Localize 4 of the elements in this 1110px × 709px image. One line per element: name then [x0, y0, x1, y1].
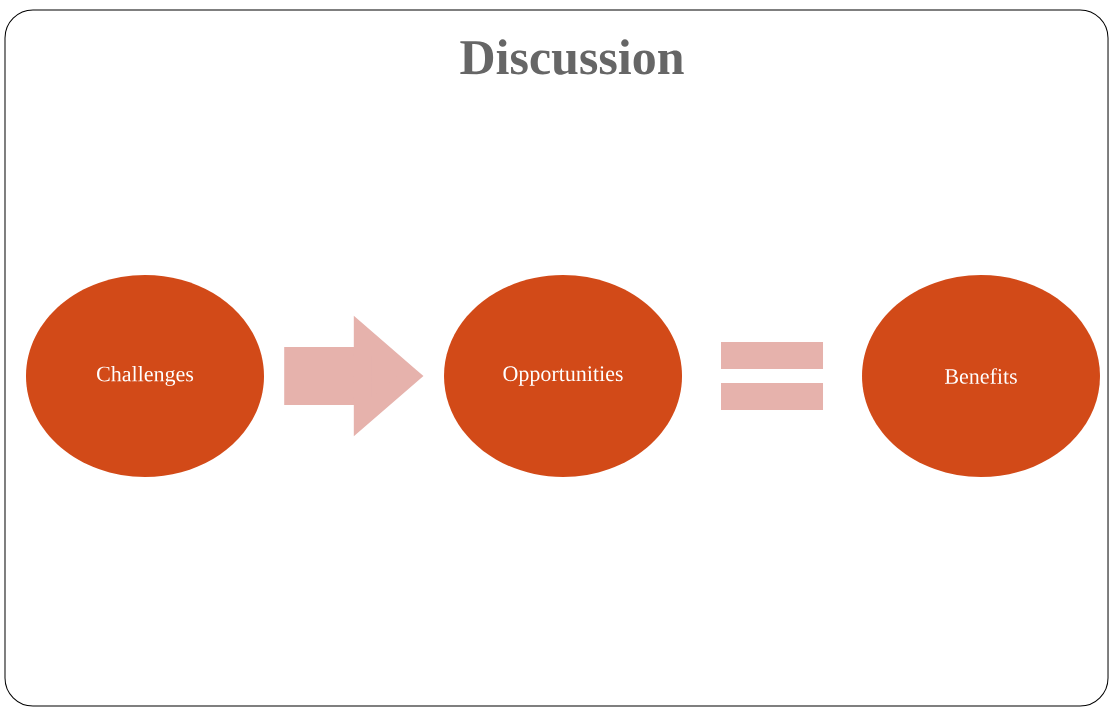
slide-title: Discussion: [460, 39, 684, 75]
ellipse-node: Benefits: [862, 275, 1100, 477]
ellipse-node: Challenges: [26, 275, 264, 477]
ellipse-node: Opportunities: [444, 275, 682, 477]
